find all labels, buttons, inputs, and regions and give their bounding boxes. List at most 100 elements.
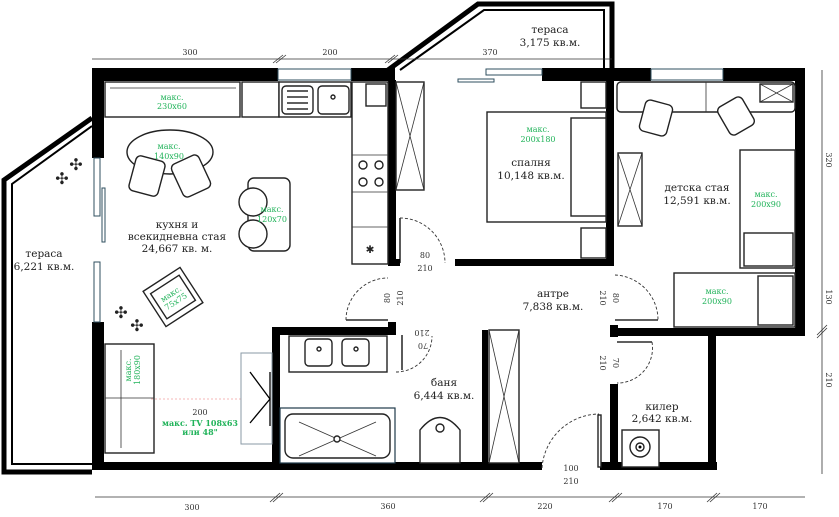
door-bathroom[interactable]: 210 70	[395, 328, 433, 373]
door-bedroom-width: 80	[420, 251, 430, 260]
door-kids[interactable]: 210 80	[598, 274, 659, 321]
door-storage-height: 210	[598, 355, 607, 370]
bedroom-area: 10,148 кв.м.	[497, 170, 564, 182]
plant-icon: ✣	[130, 316, 143, 335]
sofa-top-label: макс.	[160, 93, 183, 102]
tv-distance: 200	[192, 408, 207, 417]
appliance-star-icon: ✱	[366, 244, 375, 256]
dim-bottom-360: 360	[380, 502, 395, 511]
tv-size-alt: или 48"	[182, 427, 218, 437]
kids-bed-1: макс. 200x90	[739, 149, 796, 269]
armchair: макс. 75x75	[142, 266, 204, 328]
window-kids	[650, 68, 724, 81]
dim-top-200: 200	[322, 48, 337, 57]
dining-table-label: макс.	[157, 142, 180, 151]
tv-stand	[240, 352, 273, 445]
kitchen-sink	[278, 81, 352, 118]
double-sink	[288, 335, 388, 373]
terrace-door-top	[457, 78, 495, 83]
kids-bed-1-size: 200x90	[751, 200, 781, 209]
door-bedroom[interactable]: 80 210	[399, 217, 446, 273]
dim-bottom-170b: 170	[752, 502, 767, 511]
window-left	[93, 261, 101, 323]
door-entrance[interactable]: 100 210	[541, 413, 602, 486]
boiler-icon	[621, 429, 660, 468]
door-bathroom-height: 210	[414, 328, 429, 337]
door-storage-width: 70	[611, 358, 620, 368]
dining-table-size: 140x90	[154, 152, 184, 161]
plant-icon: ✣	[69, 155, 82, 174]
kitchen-name-2: всекидневна стая	[128, 231, 227, 243]
bed: макс. 200x180	[486, 111, 607, 223]
dim-top-370: 370	[482, 48, 497, 57]
door-entrance-height: 210	[563, 477, 578, 486]
island-size: 120x70	[257, 215, 287, 224]
dim-right-210: 210	[824, 372, 833, 387]
terrace-left-outline	[1, 115, 94, 475]
terrace-left-name: тераса	[25, 248, 62, 260]
kitchen-counter: ✱	[351, 81, 389, 265]
dimension-right: 320 130 210	[816, 70, 833, 474]
door-kids-height: 210	[598, 290, 607, 305]
window-kitchen	[277, 68, 352, 81]
bathtub	[279, 407, 396, 464]
terrace-door-left-leaf	[101, 187, 106, 243]
dim-right-320: 320	[824, 152, 833, 167]
kids-bed-2: макс. 200x90	[673, 272, 796, 328]
desk-chair	[717, 96, 755, 136]
stove-icon	[358, 160, 384, 187]
door-storage[interactable]: 210 70	[598, 341, 653, 384]
storage-name: килер	[645, 401, 678, 413]
island-label: макс.	[260, 205, 283, 214]
toilet	[419, 416, 461, 464]
dim-top-300: 300	[182, 48, 197, 57]
dimension-top: 300 200 370	[92, 48, 612, 64]
kids-bed-2-label: макс.	[705, 287, 728, 296]
dim-bottom-300: 300	[184, 503, 199, 512]
kitchen-area: 24,667 кв. м.	[142, 243, 213, 255]
door-kids-width: 80	[611, 293, 620, 303]
door-kitchen-height: 210	[396, 290, 405, 305]
sofa-top-size: 230x60	[157, 102, 187, 111]
door-kitchen-width: 80	[383, 293, 392, 303]
plant-icon: ✣	[114, 303, 127, 322]
kids-bed-1-label: макс.	[754, 190, 777, 199]
terrace-top-area: 3,175 кв.м.	[520, 37, 581, 49]
nightstand	[580, 227, 607, 259]
kids-bed-2-size: 200x90	[702, 297, 732, 306]
wardrobe-kitchen	[395, 81, 425, 191]
wardrobe-hall	[488, 329, 520, 464]
sofa-top: макс. 230x60	[104, 81, 241, 118]
hall-area: 7,838 кв.м.	[523, 301, 584, 313]
dim-bottom-220: 220	[537, 502, 552, 511]
sofa-left: макс. 180x90	[104, 343, 155, 454]
bedroom-name: спалня	[511, 157, 551, 169]
storage-area: 2,642 кв.м.	[632, 413, 693, 425]
door-entrance-width: 100	[563, 464, 578, 473]
dining-table: макс. 140x90	[126, 129, 214, 198]
plant-icon: ✣	[55, 169, 68, 188]
dim-bottom-170: 170	[657, 502, 672, 511]
kitchen-name: кухня и	[156, 219, 199, 231]
desk-chair	[638, 99, 674, 137]
terrace-left-area: 6,221 кв.м.	[14, 261, 75, 273]
wardrobe-kids	[617, 152, 643, 227]
kitchen-cabinet	[241, 81, 280, 118]
sofa-left-label: макс.	[124, 358, 133, 381]
tv-size: макс. TV 108x63	[162, 418, 238, 428]
kids-room-name: детска стая	[664, 182, 729, 194]
walls	[92, 68, 805, 470]
terrace-top-name: тераса	[531, 24, 568, 36]
door-kitchen[interactable]: 80 210	[345, 277, 405, 321]
kitchen-island: макс. 120x70	[238, 177, 291, 252]
nightstand	[580, 81, 607, 109]
terrace-top-outline	[386, 1, 615, 73]
bed-size: 200x180	[520, 135, 555, 144]
terrace-door-left	[93, 157, 101, 217]
terrace-door-top-frame	[485, 68, 543, 76]
sofa-left-size: 180x90	[133, 355, 142, 385]
bathroom-area: 6,444 кв.м.	[414, 390, 475, 402]
bathroom-name: баня	[431, 377, 458, 389]
kids-room-area: 12,591 кв.м.	[663, 195, 730, 207]
door-bathroom-width: 70	[418, 341, 428, 350]
